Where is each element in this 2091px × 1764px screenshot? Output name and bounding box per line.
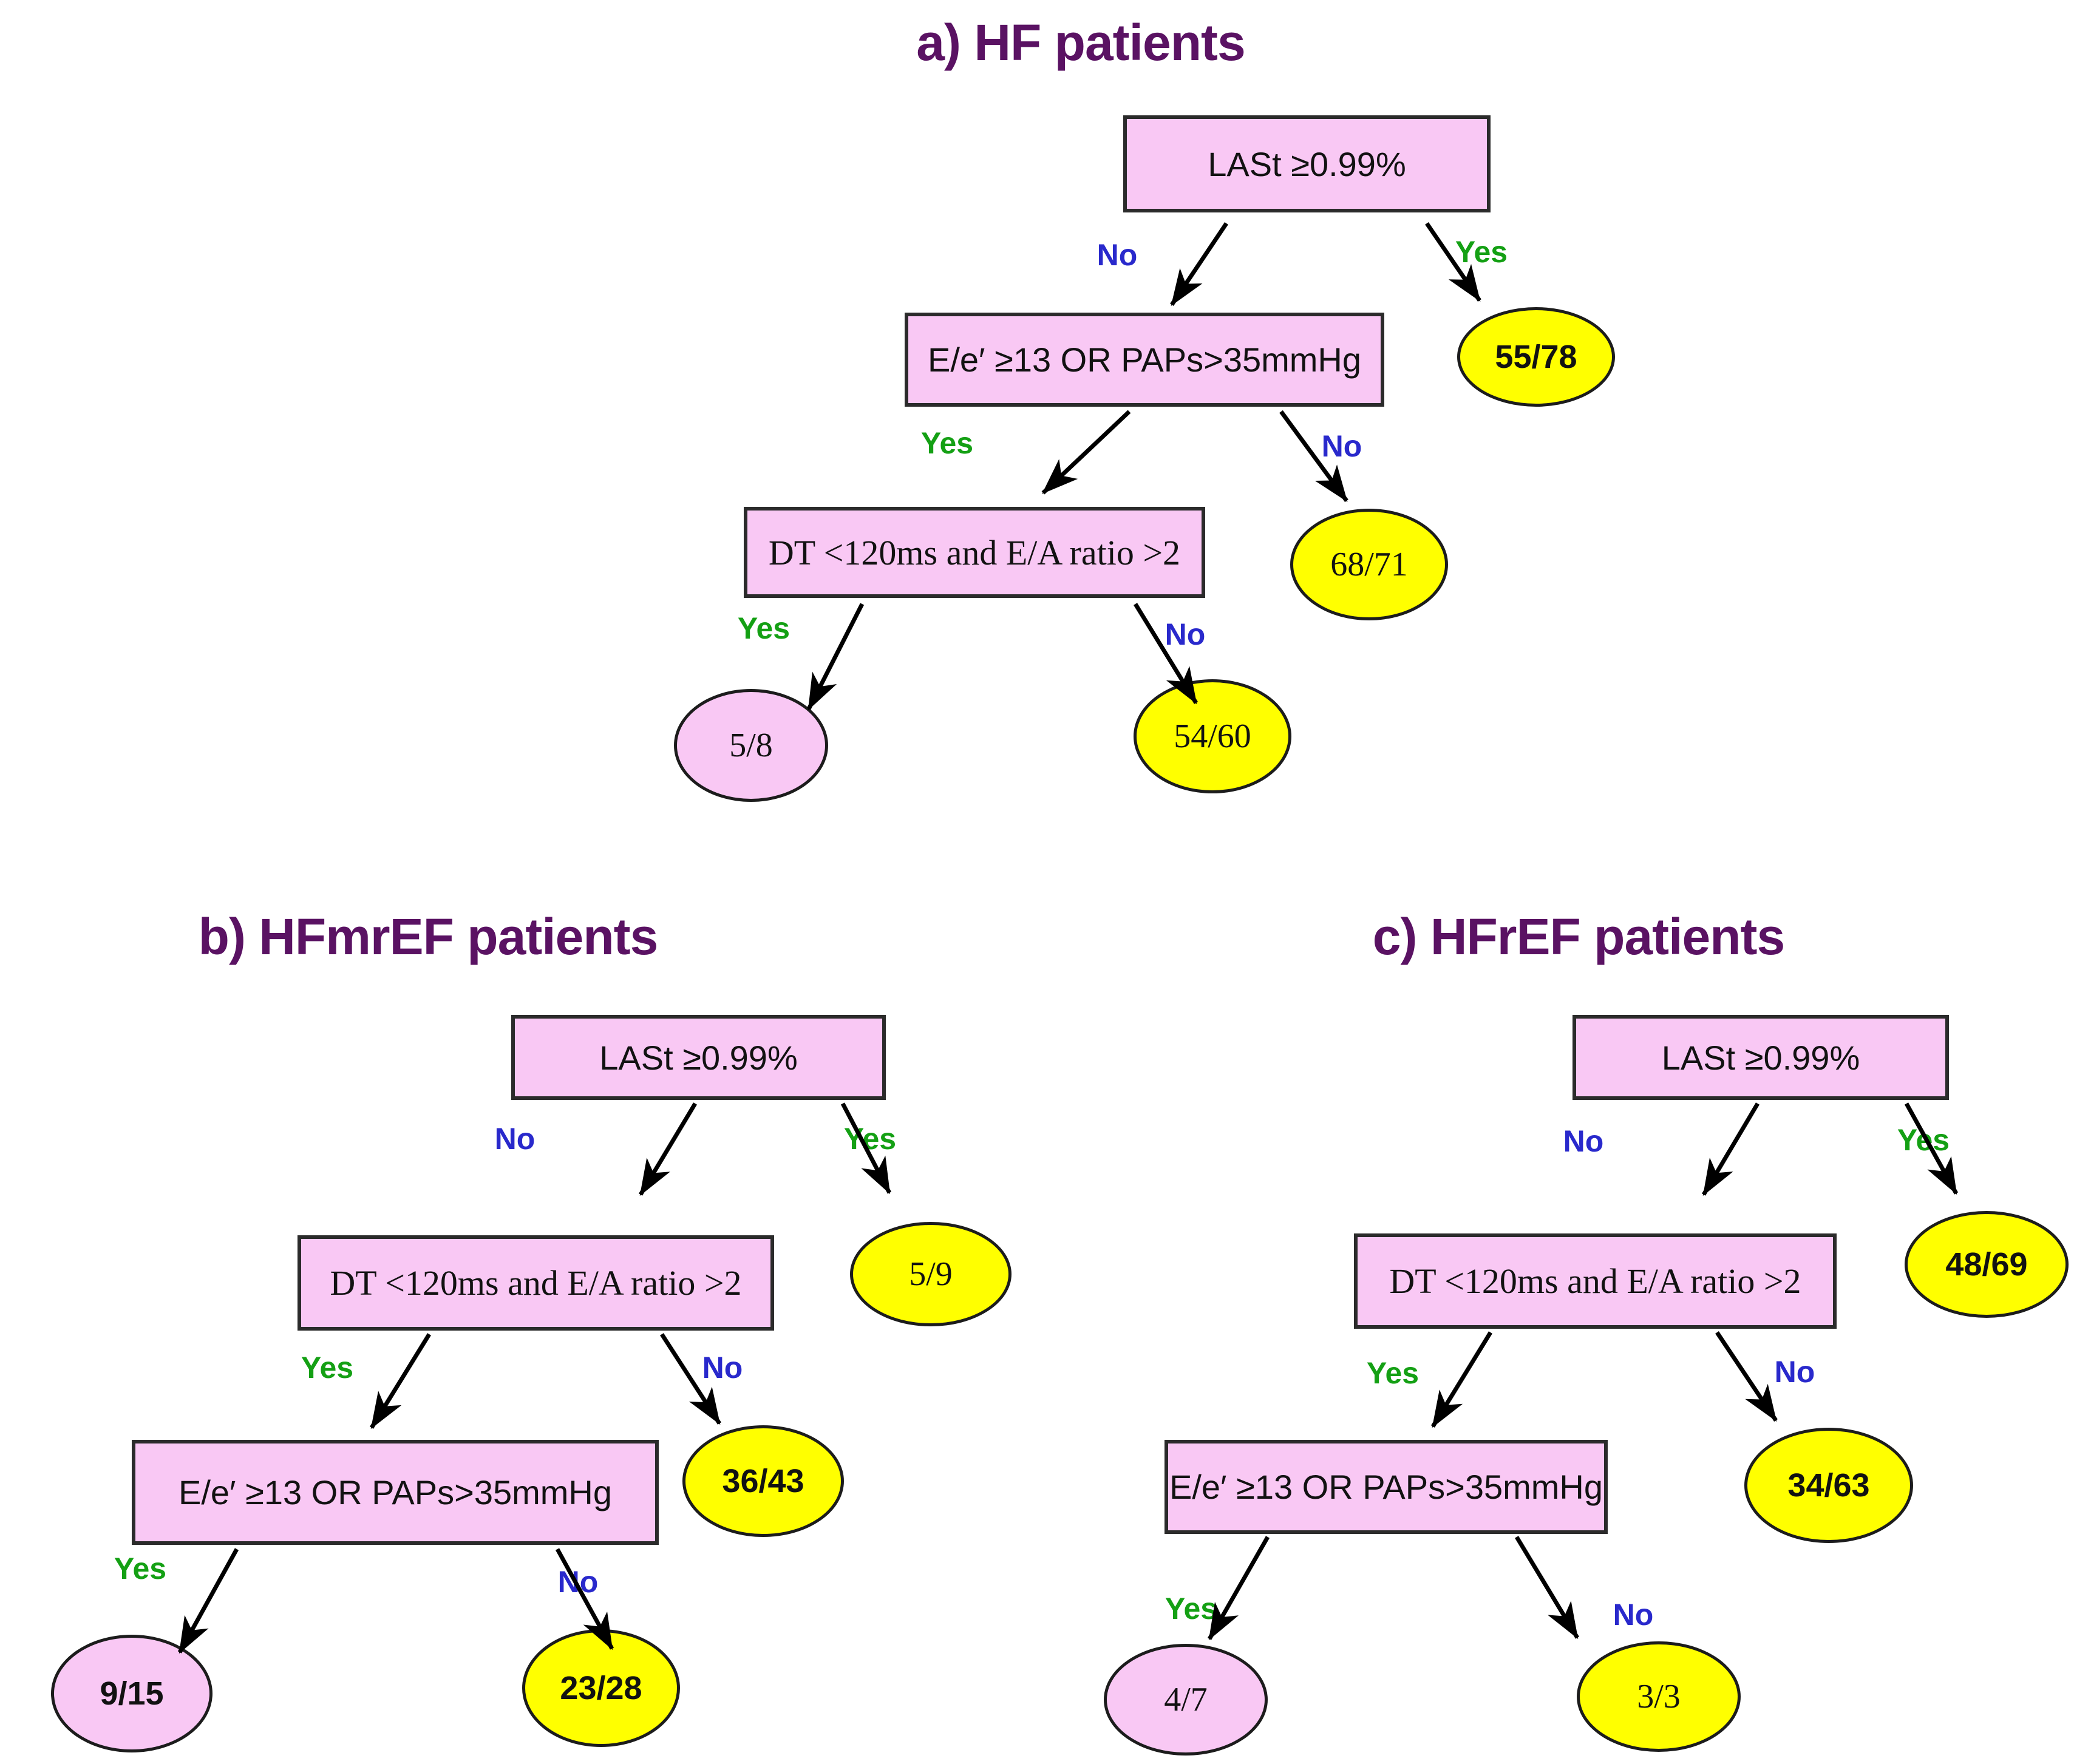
branch-label-yes: Yes	[1897, 1123, 1950, 1157]
leaf-node: 68/71	[1290, 509, 1448, 620]
leaf-node: 4/7	[1104, 1644, 1268, 1756]
branch-label-no: No	[494, 1122, 536, 1156]
leaf-node: 48/69	[1905, 1211, 2069, 1318]
tree-title: c) HFrEF patients	[1372, 908, 1785, 965]
branch-label-no: No	[1563, 1124, 1604, 1158]
decision-node: LASt ≥0.99%	[1123, 115, 1491, 212]
decision-node: E/e′ ≥13 OR PAPs>35mmHg	[1164, 1440, 1608, 1534]
leaf-node: 34/63	[1744, 1428, 1913, 1543]
decision-node: LASt ≥0.99%	[1572, 1015, 1949, 1100]
branch-label-no: No	[1613, 1598, 1654, 1632]
branch-label-yes: Yes	[301, 1351, 354, 1385]
leaf-node: 5/9	[850, 1222, 1011, 1326]
branch-label-no: No	[1774, 1355, 1815, 1389]
branch-label-yes: Yes	[114, 1552, 167, 1586]
leaf-node: 36/43	[682, 1425, 844, 1537]
tree-title: a) HF patients	[916, 14, 1245, 71]
branch-label-yes: Yes	[1164, 1592, 1218, 1626]
branch-label-yes: Yes	[737, 611, 790, 645]
decision-node: DT <120ms and E/A ratio >2	[744, 507, 1205, 598]
decision-node: E/e′ ≥13 OR PAPs>35mmHg	[905, 313, 1384, 407]
leaf-node: 3/3	[1577, 1641, 1741, 1752]
branch-label-no: No	[1096, 238, 1138, 272]
decision-node: E/e′ ≥13 OR PAPs>35mmHg	[132, 1440, 659, 1545]
leaf-node: 55/78	[1457, 307, 1615, 407]
leaf-node: 5/8	[674, 689, 828, 802]
tree-title: b) HFmrEF patients	[198, 908, 659, 965]
decision-node: DT <120ms and E/A ratio >2	[1354, 1233, 1837, 1329]
decision-node: DT <120ms and E/A ratio >2	[298, 1235, 774, 1331]
leaf-node: 9/15	[51, 1635, 212, 1752]
branch-label-yes: Yes	[1366, 1356, 1420, 1390]
decision-node: LASt ≥0.99%	[511, 1015, 886, 1100]
branch-label-yes: Yes	[920, 426, 974, 460]
